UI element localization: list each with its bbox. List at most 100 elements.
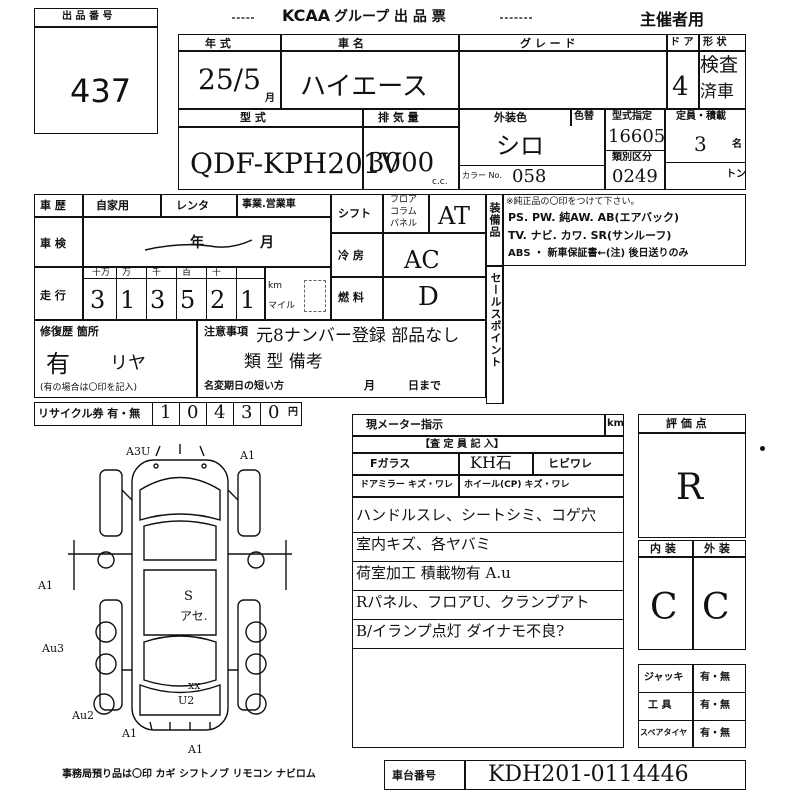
mark-center-1: S [184,589,193,604]
chassis-label: 車台番号 [392,769,436,782]
fuel-value: D [418,282,439,312]
meter-label: 現メーター指示 [366,418,443,431]
fglass-value: KH石 [470,453,512,472]
repair-label: 修復歴 箇所 [40,325,99,338]
capacity-value: 3 [694,132,707,156]
mark-xx: xx [188,679,201,692]
tools-label: 工 具 [648,700,672,711]
shift-opt-column: コラム [390,207,417,217]
mileage-digit: 3 [90,286,106,314]
exterior-label: 外 装 [704,542,730,555]
equipment-note: ※純正品の〇印をつけて下さい。 [506,197,640,207]
deadline-day-unit: 日まで [408,379,441,392]
history-label: 車 歴 [40,199,66,212]
ton-unit: トン [726,169,746,180]
repair-location: リヤ [110,353,146,374]
interior-value: C [650,587,678,628]
mark-a1-top: A1 [240,449,255,462]
year-unit: 月 [265,93,275,104]
meter-unit: km [607,418,625,429]
type-designation-label: 型式指定 [612,111,652,122]
mileage-digit: 1 [240,286,256,314]
interior-label: 内 装 [650,542,676,555]
inspector-line: Rパネル、フロアU、クランプアト [356,593,590,611]
mark-a1-bottom-left: A1 [122,727,137,740]
exterior-value: C [702,587,730,628]
sale-point-label: セールスポイント [489,272,502,368]
inspector-line: 荷室加工 積載物有 A.u [356,564,511,582]
inspector-box [352,436,624,748]
mileage-digit-label: 十 [212,268,222,278]
repair-value: 有 [46,350,70,378]
mark-a1-left: A1 [38,579,53,592]
door-label: ド ア [670,37,694,48]
grade-label: グ レ ー ド [520,37,576,50]
inspector-label: 【査 定 員 記 入】 [420,439,504,450]
inspection-strike [144,239,253,251]
type-designation-value: 16605 [608,126,666,147]
jack-label: ジャッキ [644,672,684,683]
repair-note: (有の場合は〇印を記入) [40,383,138,393]
sale-point-box [486,266,503,404]
ac-value: AC [404,246,440,274]
equipment-box [486,194,746,266]
capacity-label: 定員・積載 [676,111,726,122]
notes-label: 注意事項 [204,325,248,338]
deadline-label: 名変期日の短い方 [204,381,284,392]
model-label: 型 式 [240,111,266,124]
crack-label: ヒビワレ [548,457,592,470]
mileage-km: km [268,281,282,291]
equipment-row-1: PS. PW. 純AW. AB(エアバック) [508,211,680,224]
color-value: シロ [496,132,544,160]
inspector-line: 室内キズ、各ヤバミ [356,535,491,553]
model-value: QDF-KPH201V [190,147,401,180]
mileage-digit: 3 [150,286,166,314]
recycle-digit: 0 [187,402,199,423]
repaint-label: 色替 [574,111,594,122]
year-label: 年 式 [205,37,231,50]
mileage-digit: 5 [180,286,196,314]
lot-number: 437 [70,72,132,110]
mileage-digit-label: 十万 [92,268,111,278]
equipment-row-3: ABS ・ 新車保証書←(注) 後日送りのみ [508,248,689,259]
form-title: グループ 出 品 票 [334,9,446,25]
rating-value: R [676,467,704,508]
notes-line-1: 元8ナンバー登録 部品なし [256,326,460,346]
recycle-digit: 0 [268,402,280,423]
history-grid [34,194,486,320]
vehicle-grid [178,34,746,190]
mark-u2: U2 [178,694,195,707]
fuel-label: 燃 料 [338,291,364,304]
chassis-box [384,760,746,790]
rating-label: 評 価 点 [666,417,707,430]
shape-value-2: 済車 [700,82,734,102]
mark-au2: Au2 [72,709,95,722]
history-private: 自家用 [96,199,129,212]
inspection-year-unit: 年 [190,235,204,251]
color-code-label: カラー No. [462,171,502,180]
color-label: 外装色 [494,111,527,124]
lot-number-box [34,8,158,134]
shift-label: シフト [338,207,371,220]
recycle-box [34,402,302,426]
role-label: 主催者用 [640,10,705,29]
capacity-unit: 名 [732,139,742,150]
spare-opt: 有・無 [700,728,730,739]
class-value: 0249 [612,166,658,187]
class-label: 類別区分 [612,152,652,163]
shift-opt-panel: パネル [390,219,418,229]
mileage-label: 走 行 [40,289,66,302]
shape-label: 形 状 [703,37,727,48]
ac-label: 冷 房 [338,249,364,262]
displacement-label: 排 気 量 [378,111,419,124]
wheel-label: ホイール(CP) キズ・ワレ [464,480,570,490]
mark-center-2: アセ. [180,609,208,623]
repair-notes-box [34,320,486,398]
mark-a1-bottom: A1 [188,743,203,756]
tools-opt: 有・無 [700,700,730,711]
shift-value: AT [438,202,471,230]
mileage-digit-label: 千 [152,268,162,278]
brand-logo: KCAA [282,6,331,25]
recycle-digit: 4 [214,402,226,423]
inspection-month-unit: 月 [260,235,274,251]
